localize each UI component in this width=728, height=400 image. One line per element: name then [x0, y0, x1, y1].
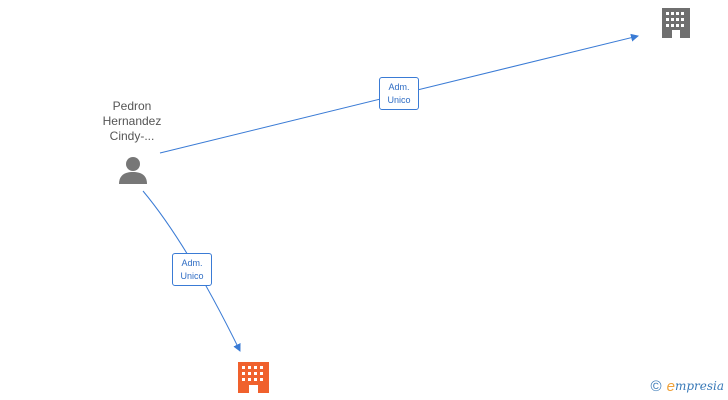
person-name-line-1: Pedron [112, 99, 152, 113]
brand-watermark[interactable]: © e mpresia [651, 376, 724, 396]
brand-logo-text: mpresia [674, 379, 724, 393]
person-name-line-3: Cindy-... [109, 129, 155, 143]
person-name-line-2: Hernandez [102, 114, 162, 128]
edge-label-bottom[interactable]: Adm. Unico [172, 253, 212, 286]
edge-label-line-1: Adm. [181, 258, 203, 268]
company-building-icon-bottom[interactable] [238, 362, 269, 393]
company-building-icon-top-right[interactable] [662, 8, 690, 38]
edge-label-line-1: Adm. [388, 82, 410, 92]
copyright-symbol: © [650, 377, 662, 395]
person-name-label[interactable]: Pedron Hernandez Cindy-... [82, 99, 182, 144]
edge-label-line-2: Unico [180, 271, 204, 281]
edge-label-top-right[interactable]: Adm. Unico [379, 77, 419, 110]
person-icon[interactable] [119, 157, 147, 184]
brand-logo-initial: e [666, 377, 675, 395]
edge-label-line-2: Unico [387, 95, 411, 105]
